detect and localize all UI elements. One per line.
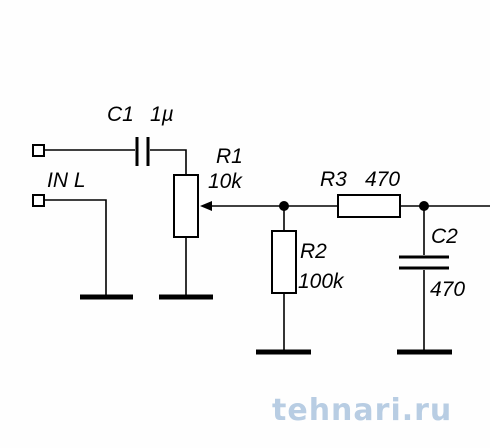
wiper-arrow: [200, 201, 284, 211]
r2-value-label: 100k: [298, 270, 345, 293]
capacitor-c2: [399, 255, 449, 270]
capacitor-c1: [135, 137, 150, 166]
c2-value-label: 470: [430, 278, 465, 301]
c1-value-label: 1µ: [150, 103, 174, 126]
c2-ref-label: C2: [431, 225, 458, 248]
r3-ref-label: R3: [320, 168, 347, 191]
input-terminal-ground: [32, 194, 45, 207]
r2-ref-label: R2: [300, 240, 327, 263]
resistor-r2: [271, 230, 297, 294]
input-terminal-signal: [32, 144, 45, 157]
resistor-r3: [337, 194, 401, 218]
r1-value-label: 10k: [208, 170, 243, 193]
wire-in-ground: [44, 199, 107, 296]
input-label: IN L: [47, 169, 86, 192]
r3-value-label: 470: [365, 168, 400, 191]
r1-ref-label: R1: [216, 145, 243, 168]
c1-ref-label: C1: [107, 103, 134, 126]
potentiometer-r1: [173, 174, 199, 238]
watermark: tehnari.ru: [272, 393, 452, 428]
wire-c1-to-r1: [150, 149, 187, 175]
